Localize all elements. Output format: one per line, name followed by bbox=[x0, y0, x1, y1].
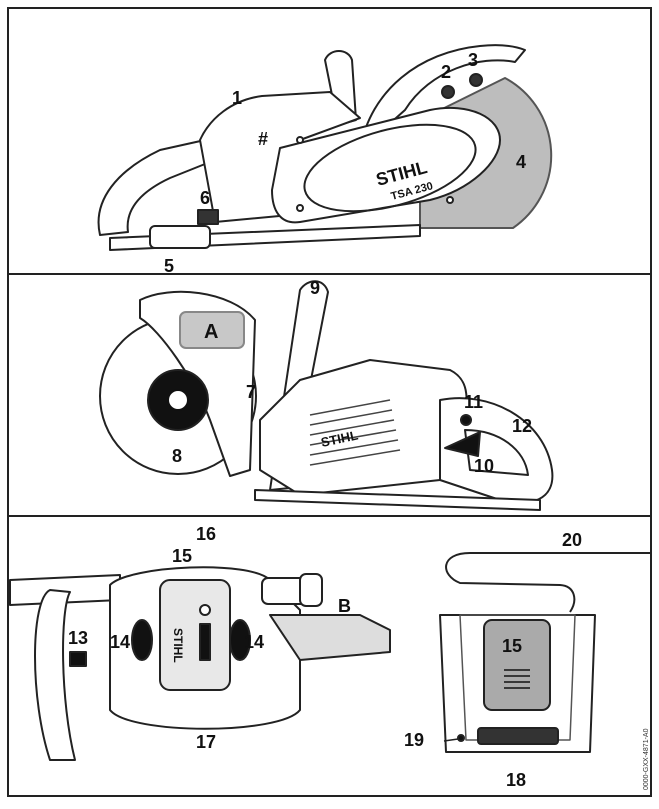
battery-compartment-illustration bbox=[9, 566, 391, 761]
charger-led bbox=[457, 734, 465, 742]
callout-12: 12 bbox=[512, 416, 532, 436]
callout-16: 16 bbox=[196, 524, 216, 544]
leader-19 bbox=[443, 738, 459, 742]
callout-1: 1 bbox=[232, 88, 242, 108]
vent-grille bbox=[309, 399, 401, 466]
battery-grip-lines bbox=[504, 669, 530, 689]
callout-7: 7 bbox=[246, 382, 256, 402]
button-11 bbox=[460, 414, 472, 426]
rear-handle bbox=[97, 139, 216, 236]
lever-6 bbox=[197, 209, 219, 225]
callout-14-right: 14 bbox=[244, 632, 264, 652]
callout-13: 13 bbox=[68, 628, 88, 648]
callout-2: 2 bbox=[441, 62, 451, 82]
guide-arm bbox=[271, 106, 501, 224]
latch-right bbox=[229, 619, 251, 661]
callout-hash: # bbox=[258, 129, 268, 149]
battery bbox=[159, 579, 231, 691]
connector bbox=[149, 225, 211, 249]
flange-hole bbox=[167, 389, 189, 411]
callout-8: 8 bbox=[172, 446, 182, 466]
arm-oval bbox=[303, 123, 477, 213]
callout-20: 20 bbox=[562, 530, 582, 550]
callout-10: 10 bbox=[474, 456, 494, 476]
callout-18: 18 bbox=[506, 770, 526, 790]
handle-loop bbox=[34, 589, 76, 761]
callout-11: 11 bbox=[464, 392, 483, 412]
callout-5: 5 bbox=[164, 256, 174, 276]
callout-4: 4 bbox=[516, 152, 526, 172]
callout-15: 15 bbox=[172, 546, 192, 566]
middle-machine-illustration bbox=[99, 280, 554, 511]
callout-6: 6 bbox=[200, 188, 210, 208]
part-13 bbox=[69, 651, 87, 667]
bolt-2 bbox=[441, 85, 455, 99]
area-letter-b: B bbox=[338, 596, 351, 616]
charger-front-plate bbox=[477, 727, 559, 745]
charger-inner bbox=[459, 614, 576, 741]
connector-end bbox=[299, 573, 323, 607]
wheel-guard bbox=[359, 44, 526, 151]
charge-button bbox=[199, 604, 211, 616]
image-code: 0000-GXX-4871-A0 bbox=[643, 728, 650, 790]
callout-15-charger: 15 bbox=[502, 636, 522, 656]
screw bbox=[296, 204, 304, 212]
top-machine-illustration bbox=[97, 44, 553, 251]
bolt-3 bbox=[469, 73, 483, 87]
charger-battery bbox=[483, 619, 551, 711]
callout-14-left: 14 bbox=[110, 632, 130, 652]
callout-9: 9 bbox=[310, 278, 320, 298]
callout-19: 19 bbox=[404, 730, 424, 750]
battery-brand-text: STIHL bbox=[171, 628, 185, 663]
charger-illustration bbox=[439, 552, 650, 753]
handle-opening bbox=[464, 429, 529, 476]
middle-base bbox=[254, 489, 541, 511]
callout-3: 3 bbox=[468, 50, 478, 70]
screw bbox=[296, 136, 304, 144]
trigger-10 bbox=[444, 431, 481, 457]
guard-letter: A bbox=[204, 321, 218, 343]
guard-label-plate bbox=[179, 311, 245, 349]
arm-b bbox=[269, 614, 391, 661]
callout-17: 17 bbox=[196, 732, 216, 752]
screw bbox=[446, 196, 454, 204]
latch-left bbox=[131, 619, 153, 661]
power-cable bbox=[445, 552, 650, 613]
led-indicator bbox=[199, 623, 211, 661]
